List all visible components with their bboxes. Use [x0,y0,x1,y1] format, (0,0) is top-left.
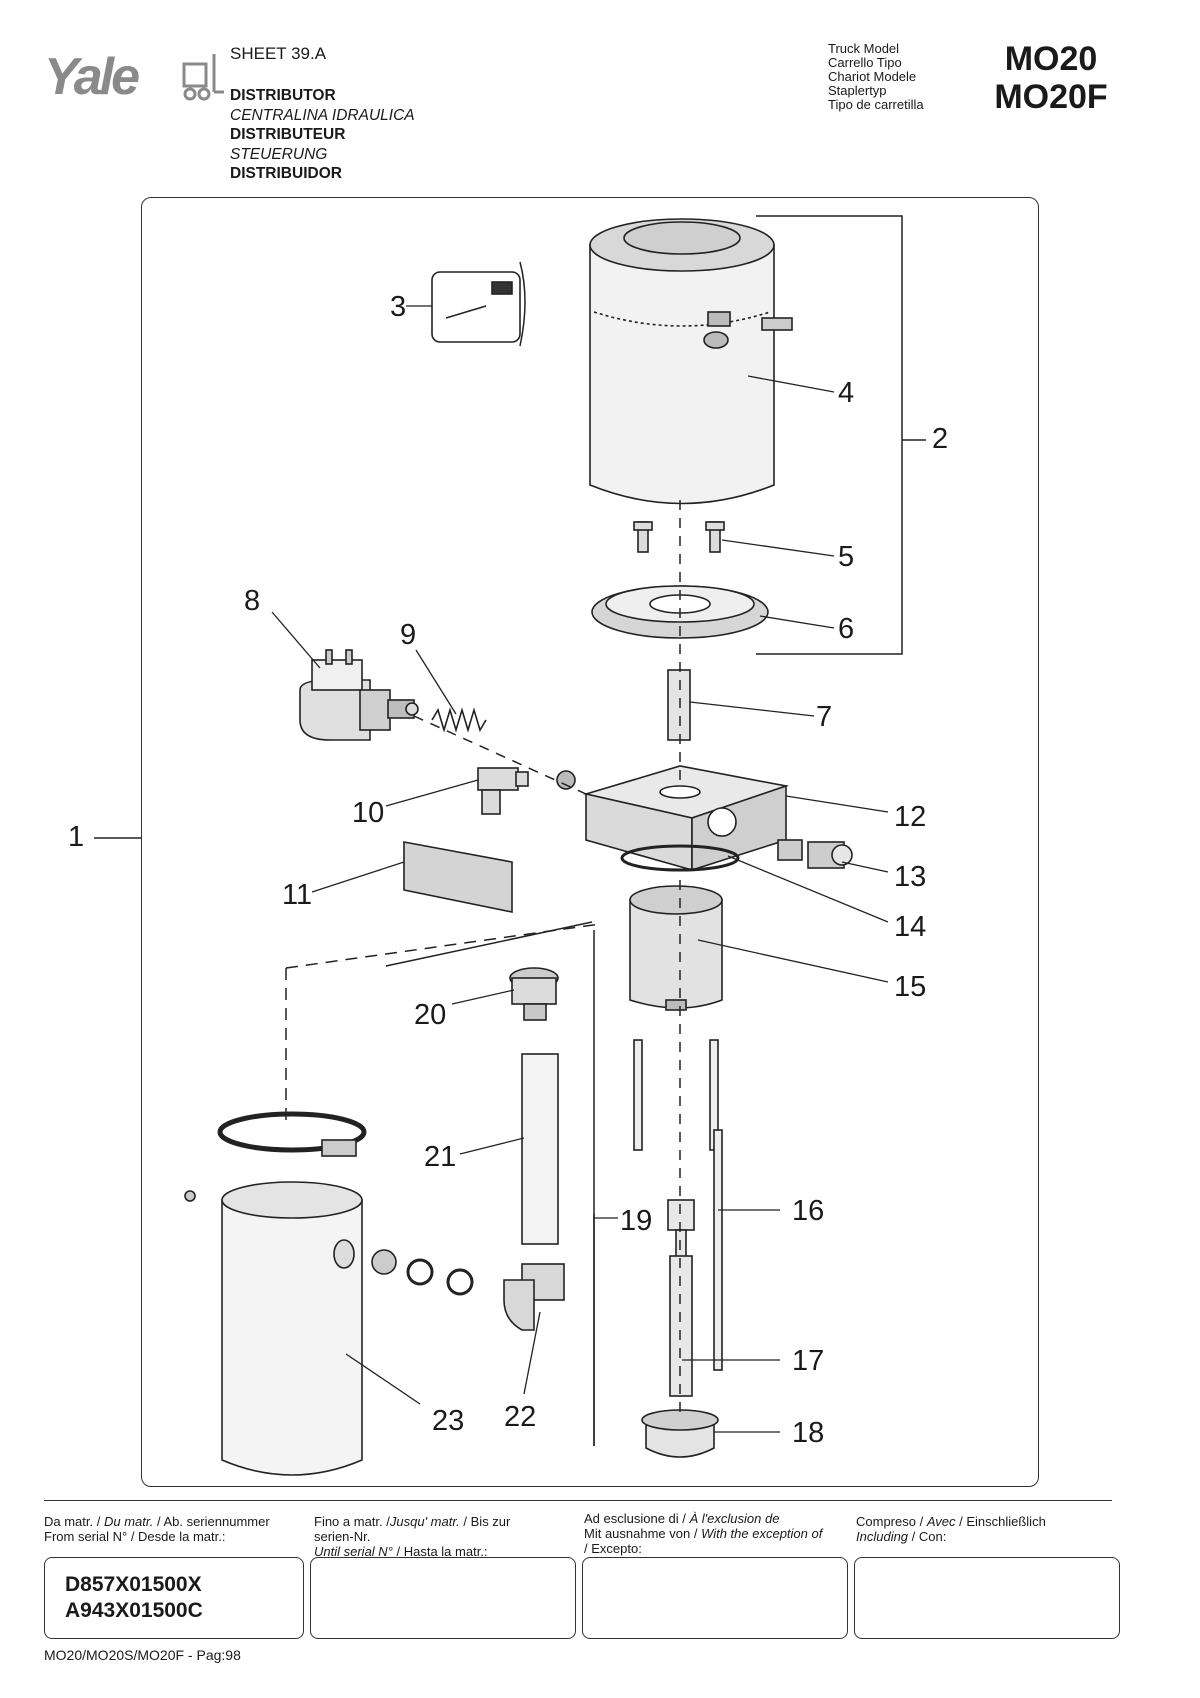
fitting-part [777,839,853,869]
footer-caption-until: Fino a matr. /Jusqu' matr. / Bis zur ser… [314,1514,511,1559]
callout-6: 6 [838,613,854,645]
diagram-frame [141,197,1039,1487]
elbow-part [477,767,576,815]
callout-23: 23 [432,1405,464,1437]
sheet-number: SHEET 39.A [230,44,327,63]
callout-12: 12 [894,801,926,833]
spring-part [431,707,487,733]
serial-number: A943X01500C [65,1599,203,1622]
callout-15: 15 [894,971,926,1003]
serial-number: D857X01500X [65,1573,202,1596]
callout-9: 9 [400,619,416,651]
serial-until-box [310,1557,576,1639]
callout-21: 21 [424,1141,456,1173]
strainer-part [641,1409,719,1458]
callout-1: 1 [68,821,84,853]
model-code: MO20 [1004,40,1098,78]
serial-including-box [854,1557,1120,1639]
footer-caption-except: Ad esclusione di / À l'exclusion de Mit … [584,1511,823,1556]
coupling-part [667,669,691,741]
motor-part [589,218,793,505]
callout-4: 4 [838,377,854,409]
title-en: DISTRIBUTOR [230,87,336,104]
svg-text:Yale: Yale [44,48,139,106]
title-fr: DISTRIBUTEUR [230,126,346,143]
solenoid-part [299,649,419,741]
plate-part [403,841,513,913]
title-block: DISTRIBUTOR CENTRALINA IDRAULICA DISTRIB… [230,86,415,184]
stud-part [633,521,725,553]
truck-model-labels: Truck Model Carrello Tipo Chariot Modele… [828,41,924,112]
model-codes: MO20 MO20F [976,40,1126,116]
tie-rod-part [633,1039,723,1371]
page-reference: MO20/MO20S/MO20F - Pag:98 [44,1647,241,1663]
breather-cap-part [509,967,559,1021]
o-ring-part [620,844,740,872]
model-code: MO20F [994,78,1108,116]
serial-from-box: D857X01500X A943X01500C [44,1557,304,1639]
footer-caption-from: Da matr. / Du matr. / Ab. seriennummer F… [44,1514,270,1544]
suction-tube-part [667,1199,695,1397]
title-es: DISTRIBUIDOR [230,165,342,182]
assembly-lines [94,215,926,1446]
key-kit-part [431,271,521,343]
oil-tank-part [184,1111,474,1476]
callout-labels: 1 2 3 4 5 6 7 8 9 10 11 12 13 14 15 16 1… [68,291,948,1449]
callout-16: 16 [792,1195,824,1227]
callout-11: 11 [282,879,312,911]
callout-5: 5 [838,541,854,573]
title-de: STEUERUNG [230,145,328,163]
forklift-icon [182,54,224,101]
valve-block-part [582,765,790,872]
footer-caption-including: Compreso / Avec / Einschließlich Includi… [856,1514,1046,1544]
callout-13: 13 [894,861,926,893]
pump-part [629,885,723,1011]
callout-7: 7 [816,701,832,733]
callout-18: 18 [792,1417,824,1449]
elbow-fitting-part [503,1263,565,1331]
yale-logo: Yale [44,48,224,106]
callout-20: 20 [414,999,446,1031]
serial-except-box [582,1557,848,1639]
callout-19: 19 [620,1205,652,1237]
callout-3: 3 [390,291,406,323]
callout-8: 8 [244,585,260,617]
callout-22: 22 [504,1401,536,1433]
callout-14: 14 [894,911,926,943]
title-it: CENTRALINA IDRAULICA [230,106,415,124]
callout-17: 17 [792,1345,824,1377]
callout-2: 2 [932,423,948,455]
footer-divider [44,1500,1112,1501]
callout-10: 10 [352,797,384,829]
pipe-part [521,1053,559,1245]
leader-lines [271,305,889,1433]
